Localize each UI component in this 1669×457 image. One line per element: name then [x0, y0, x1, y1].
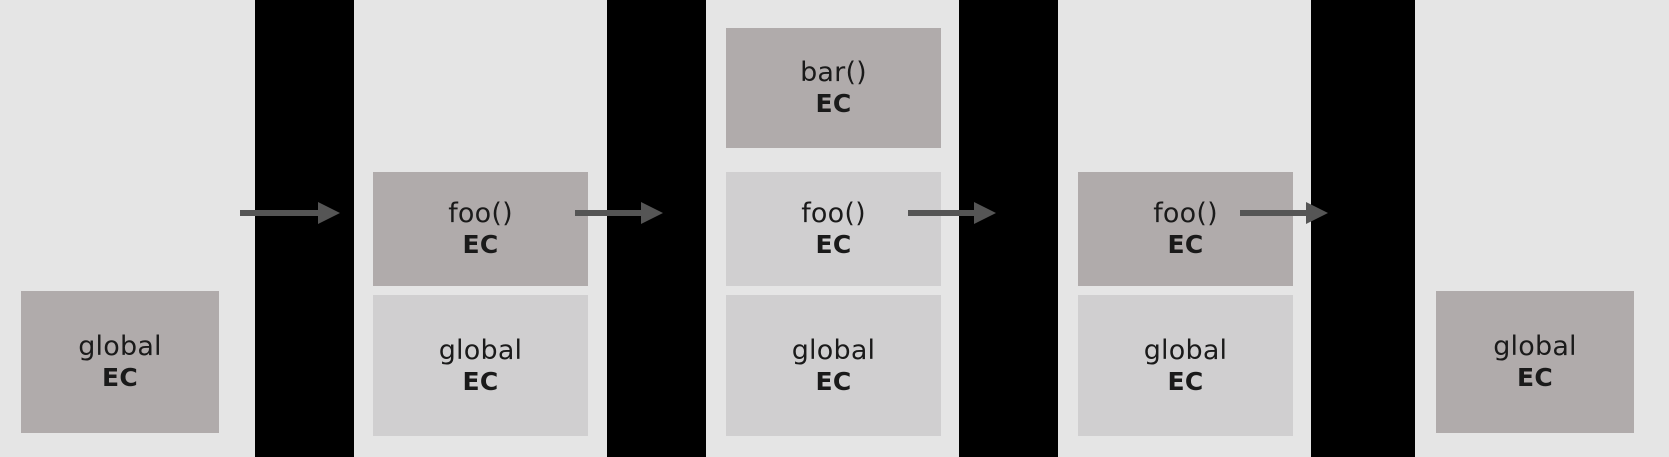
execution-context-box: foo()EC: [726, 172, 941, 286]
context-name-label: foo(): [1153, 198, 1218, 230]
execution-context-box: foo()EC: [373, 172, 588, 286]
context-kind-label: EC: [462, 230, 499, 260]
context-kind-label: EC: [1167, 230, 1204, 260]
execution-context-box: bar()EC: [726, 28, 941, 148]
context-kind-label: EC: [815, 366, 852, 396]
context-name-label: global: [438, 334, 523, 366]
panel-separator-1: [255, 0, 354, 457]
context-name-label: global: [791, 334, 876, 366]
context-name-label: global: [78, 331, 162, 363]
context-name-label: global: [1493, 331, 1577, 363]
panel-separator-2: [607, 0, 706, 457]
context-kind-label: EC: [1167, 366, 1204, 396]
panel-separator-4: [1311, 0, 1415, 457]
context-kind-label: EC: [1516, 363, 1554, 393]
context-name-label: foo(): [801, 198, 866, 230]
context-name-label: global: [1143, 334, 1228, 366]
context-name-label: foo(): [448, 198, 513, 230]
context-kind-label: EC: [815, 89, 852, 119]
context-name-label: bar(): [800, 57, 867, 89]
context-kind-label: EC: [815, 230, 852, 260]
context-kind-label: EC: [462, 366, 499, 396]
execution-context-box: foo()EC: [1078, 172, 1293, 286]
context-kind-label: EC: [101, 363, 139, 393]
panel-separator-3: [959, 0, 1058, 457]
